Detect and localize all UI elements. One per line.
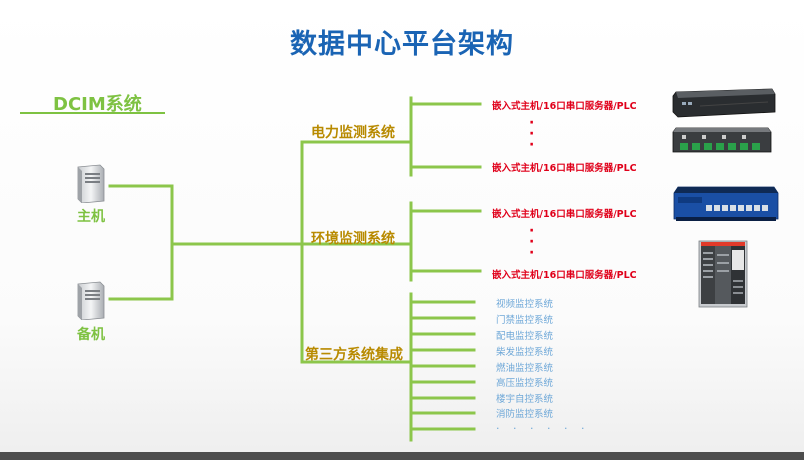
environment-system-label: 环境监测系统 <box>311 231 395 247</box>
server-tower-icon <box>77 164 105 203</box>
env-device-label-last: 嵌入式主机/16口串口服务器/PLC <box>492 270 637 281</box>
sub-system-label: 高压监控系统 <box>496 378 554 389</box>
dcim-label: DCIM系统 <box>53 94 142 115</box>
rack-server-icon <box>672 88 776 118</box>
sub-system-more: · · · · · · <box>496 422 590 435</box>
sub-system-label: 配电监控系统 <box>496 331 554 342</box>
power-ellipsis: ··· <box>529 115 535 153</box>
sub-system-label: 柴发监控系统 <box>496 347 554 358</box>
server-tower-icon <box>77 281 105 320</box>
primary-host-label: 主机 <box>77 209 105 225</box>
plc-controller-icon <box>698 240 748 308</box>
backup-host-label: 备机 <box>77 327 105 343</box>
dcim-underline <box>20 112 165 114</box>
network-switch-icon <box>673 186 779 221</box>
terminal-block-icon <box>672 127 772 153</box>
sub-system-label: 消防监控系统 <box>496 409 554 420</box>
bottom-bar <box>0 452 804 460</box>
sub-system-label: 燃油监控系统 <box>496 363 554 374</box>
env-ellipsis: ··· <box>529 223 535 261</box>
env-device-label-first: 嵌入式主机/16口串口服务器/PLC <box>492 209 637 220</box>
page-title: 数据中心平台架构 <box>290 29 514 60</box>
power-device-label-last: 嵌入式主机/16口串口服务器/PLC <box>492 163 637 174</box>
sub-system-label: 门禁监控系统 <box>496 315 554 326</box>
sub-system-label: 视频监控系统 <box>496 299 554 310</box>
sub-system-label: 楼宇自控系统 <box>496 394 554 405</box>
power-system-label: 电力监测系统 <box>311 125 395 141</box>
third-party-system-label: 第三方系统集成 <box>305 347 403 363</box>
power-device-label-first: 嵌入式主机/16口串口服务器/PLC <box>492 101 637 112</box>
